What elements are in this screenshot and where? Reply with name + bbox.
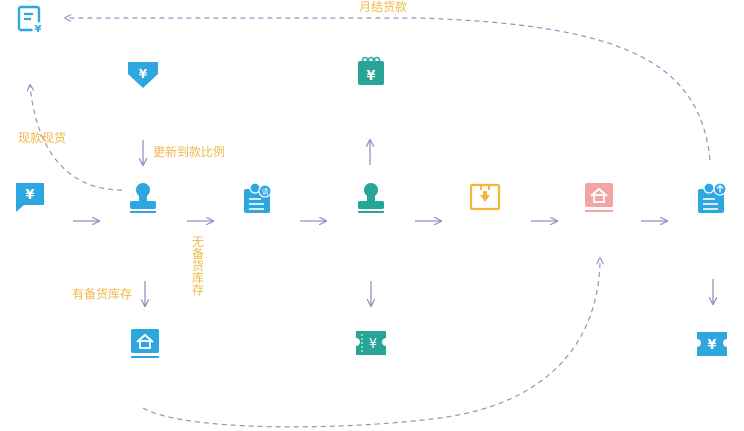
svg-text:¥: ¥ [707, 338, 716, 353]
label-no-stock: 无备货库存 [192, 235, 205, 297]
flow-arrows [73, 140, 713, 306]
stock-return-curve [142, 258, 600, 428]
application-form-icon: 请 [244, 182, 272, 213]
yen-calendar-icon: ¥ [358, 56, 384, 85]
label-cash-on-delivery: 现款现货 [18, 131, 67, 145]
svg-text:¥: ¥ [25, 188, 34, 203]
svg-text:¥: ¥ [139, 67, 148, 81]
cash-on-delivery-curve [30, 85, 123, 191]
label-update-payment-ratio: 更新到款比例 [153, 145, 226, 159]
stamp-green-icon [358, 183, 384, 213]
inbox-download-icon [469, 183, 501, 211]
svg-text:¥: ¥ [366, 69, 375, 84]
yen-ticket-green-icon: ¥ [356, 331, 386, 355]
label-monthly-settlement: 月结货款 [359, 0, 408, 14]
yen-down-arrow-icon: ¥ [128, 62, 158, 88]
monthly-settlement-curve [65, 18, 711, 161]
warehouse-blue-icon [131, 329, 159, 358]
yen-chat-bubble-icon: ¥ [16, 183, 44, 212]
svg-text:¥: ¥ [35, 24, 42, 35]
warehouse-pink-icon [585, 183, 613, 212]
svg-text:请: 请 [262, 187, 269, 196]
svg-text:¥: ¥ [369, 337, 377, 352]
yen-ticket-blue-icon: ¥ [697, 332, 727, 356]
stamp-icon [130, 183, 156, 213]
label-has-stock: 有备货库存 [72, 287, 133, 301]
invoice-yen-icon: ¥ [17, 5, 44, 35]
upload-form-icon [698, 182, 727, 213]
